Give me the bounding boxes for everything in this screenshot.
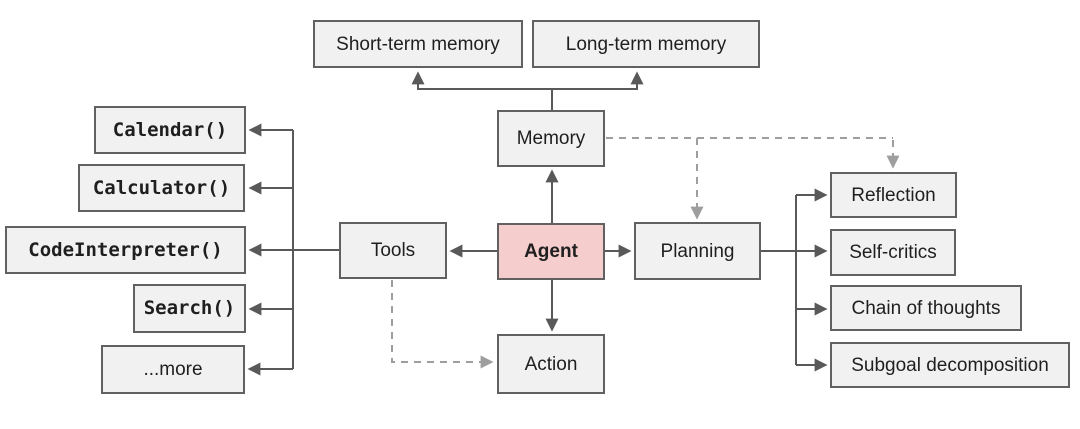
node-agent: Agent bbox=[497, 223, 605, 280]
node-self-critics-label: Self-critics bbox=[849, 242, 937, 263]
node-tools-label: Tools bbox=[370, 240, 416, 261]
node-action-label: Action bbox=[524, 353, 578, 375]
node-search: Search() bbox=[133, 284, 246, 333]
node-calculator: Calculator() bbox=[78, 164, 245, 212]
node-memory-label: Memory bbox=[516, 128, 586, 149]
node-long-term-memory-label: Long-term memory bbox=[565, 33, 727, 55]
node-action: Action bbox=[497, 334, 605, 394]
node-reflection: Reflection bbox=[830, 172, 957, 218]
node-memory: Memory bbox=[497, 110, 605, 167]
node-long-term-memory: Long-term memory bbox=[532, 20, 760, 68]
node-calculator-label: Calculator() bbox=[92, 176, 231, 199]
node-self-critics: Self-critics bbox=[830, 229, 956, 276]
node-tools: Tools bbox=[339, 222, 447, 279]
edge-tools-action-dashed bbox=[391, 280, 494, 369]
node-code-interpreter: CodeInterpreter() bbox=[5, 226, 246, 274]
node-agent-label: Agent bbox=[524, 241, 578, 262]
node-calendar: Calendar() bbox=[94, 106, 246, 154]
node-subgoal-decomposition: Subgoal decomposition bbox=[830, 342, 1070, 388]
node-code-interpreter-label: CodeInterpreter() bbox=[28, 238, 223, 261]
node-search-label: Search() bbox=[143, 297, 236, 319]
node-subgoal-decomposition-label: Subgoal decomposition bbox=[851, 354, 1049, 376]
node-more-tools-label: ...more bbox=[143, 359, 203, 380]
node-planning: Planning bbox=[634, 222, 761, 280]
node-planning-label: Planning bbox=[660, 240, 735, 262]
node-more-tools: ...more bbox=[101, 345, 245, 394]
node-calendar-label: Calendar() bbox=[112, 118, 228, 141]
node-chain-of-thoughts-label: Chain of thoughts bbox=[851, 297, 1001, 319]
node-reflection-label: Reflection bbox=[851, 184, 936, 206]
node-chain-of-thoughts: Chain of thoughts bbox=[830, 285, 1022, 331]
node-short-term-memory: Short-term memory bbox=[313, 20, 523, 68]
node-short-term-memory-label: Short-term memory bbox=[336, 33, 500, 55]
